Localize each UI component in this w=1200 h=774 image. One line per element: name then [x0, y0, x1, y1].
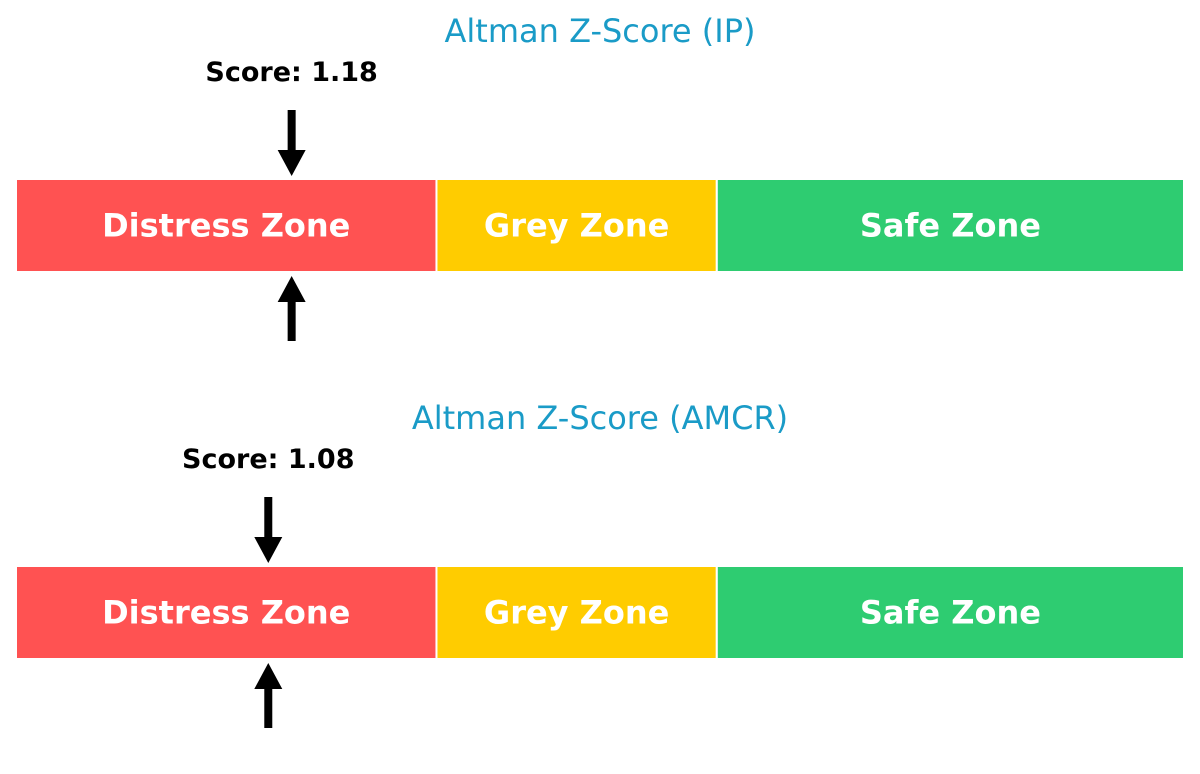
zone-label: Distress Zone	[102, 207, 350, 245]
zone-label: Safe Zone	[860, 594, 1041, 632]
zone-bar-grey-zone	[435, 178, 718, 273]
score-arrow-up-icon	[254, 663, 283, 728]
zone-bar-distress-zone	[15, 178, 438, 273]
zone-label: Grey Zone	[484, 594, 669, 632]
score-arrow-up-icon	[277, 276, 306, 341]
score-arrow-down-icon	[277, 110, 306, 176]
zone-label: Safe Zone	[860, 207, 1041, 245]
zone-label: Distress Zone	[102, 594, 350, 632]
score-label: Score: 1.18	[205, 57, 377, 88]
zscore-panel-1: Altman Z-Score (IP) Distress Zone Grey Zon…	[15, 12, 1185, 341]
zone-bar-distress-zone	[15, 565, 438, 660]
chart-title: Altman Z-Score (IP)	[445, 12, 756, 50]
zone-bar-safe-zone	[715, 178, 1185, 273]
zone-bar-safe-zone	[715, 565, 1185, 660]
chart-title: Altman Z-Score (AMCR)	[412, 399, 788, 437]
score-label: Score: 1.08	[182, 444, 354, 475]
score-arrow-down-icon	[254, 497, 283, 563]
zone-bar-grey-zone	[435, 565, 718, 660]
zscore-panel-2: Altman Z-Score (AMCR) Distress Zone Grey Z…	[15, 399, 1185, 728]
zone-label: Grey Zone	[484, 207, 669, 245]
